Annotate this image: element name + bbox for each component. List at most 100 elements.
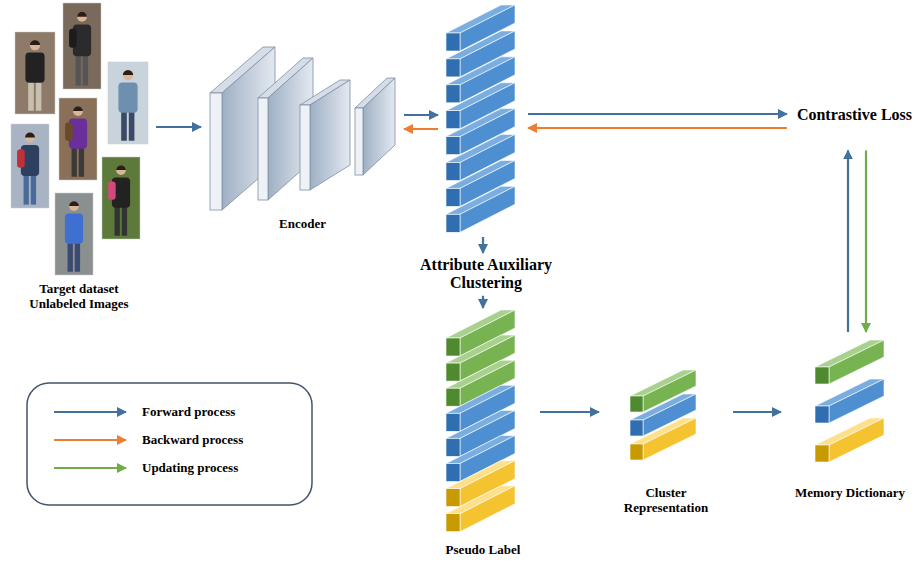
bar-side <box>829 379 884 423</box>
person-head <box>73 106 83 116</box>
node-label: Pseudo Label <box>446 543 521 558</box>
person-leg <box>31 173 36 205</box>
bar-front <box>630 396 643 412</box>
bar-side <box>643 418 696 460</box>
encoder-layer <box>355 78 395 175</box>
slab-face <box>222 47 275 210</box>
legend-sample <box>52 406 130 418</box>
person-photo <box>15 32 55 114</box>
pseudo-label-stack-bar <box>446 486 515 532</box>
person-hair <box>123 70 133 75</box>
person-hair <box>73 106 83 111</box>
photo-background <box>55 193 93 275</box>
person-hair <box>77 12 87 17</box>
legend-row: Updating process <box>52 454 302 482</box>
memory-stack-bar <box>815 379 884 423</box>
person-leg <box>28 80 34 111</box>
person-hair <box>116 165 126 170</box>
person-hair <box>69 201 79 206</box>
bar-front <box>446 163 460 181</box>
photo-background <box>108 62 148 144</box>
slab-front <box>210 93 222 210</box>
slab-front <box>258 98 268 200</box>
image-set: Target dataset Unlabeled Images <box>6 2 152 312</box>
photo-background <box>15 32 55 114</box>
person-leg <box>79 146 84 177</box>
legend-row: Backward process <box>52 426 302 454</box>
person-head <box>69 201 79 211</box>
person-leg <box>76 53 81 86</box>
person-head <box>30 40 40 50</box>
person-leg <box>24 173 29 205</box>
person-leg <box>115 205 120 236</box>
legend-label: Forward process <box>142 404 235 420</box>
memory-stack-bar <box>815 418 884 462</box>
node-label: Contrastive Loss <box>797 106 912 124</box>
node-label: Encoder <box>279 217 326 232</box>
bar-front <box>446 388 460 406</box>
bar-front <box>446 413 460 431</box>
legend-row: Forward process <box>52 398 302 426</box>
person-head <box>123 70 133 80</box>
pseudo-label: Pseudo Label <box>430 310 536 558</box>
person-bag <box>69 29 77 48</box>
flow-arrow <box>528 127 787 129</box>
bar-side <box>460 186 515 232</box>
person-head <box>25 133 35 143</box>
feature-maps <box>442 3 520 235</box>
person-photo <box>108 62 148 144</box>
bar-front <box>446 514 460 532</box>
bar-front <box>446 188 460 206</box>
slab-front <box>300 105 310 190</box>
person-leg <box>122 205 127 236</box>
flow-arrow <box>404 114 438 116</box>
legend-arrow <box>54 467 126 469</box>
bar-side <box>829 340 884 384</box>
person-leg <box>75 241 80 272</box>
bar-front <box>446 214 460 232</box>
flow-arrow <box>540 411 599 413</box>
person-head <box>77 12 87 22</box>
person-torso <box>118 83 137 113</box>
cluster-representation: Cluster Representation <box>603 366 729 516</box>
slab-face <box>310 80 350 190</box>
person-photo <box>59 98 97 180</box>
legend-frame <box>27 383 312 505</box>
encoder: Encoder <box>205 42 400 232</box>
bar-front <box>630 420 643 436</box>
feature-stack-bar <box>446 186 515 232</box>
photo-background <box>59 98 97 180</box>
node-label: Memory Dictionary <box>795 486 905 501</box>
node-label: Target dataset Unlabeled Images <box>15 282 143 312</box>
person-leg <box>83 53 88 86</box>
person-photo <box>102 157 140 239</box>
person-bag <box>108 182 116 200</box>
person-photo <box>55 193 93 275</box>
flow-arrow <box>733 411 781 413</box>
bar-front <box>815 367 829 384</box>
slab-face <box>363 78 395 175</box>
bar-front <box>446 111 460 129</box>
photo-background <box>11 124 49 208</box>
bar-front <box>446 59 460 77</box>
node-label: Attribute Auxiliary Clustering <box>395 256 577 293</box>
bar-front <box>630 444 643 460</box>
person-head <box>116 165 126 175</box>
bar-front <box>446 33 460 51</box>
bar-front <box>815 445 829 462</box>
loss-label: Contrastive Loss <box>795 102 914 128</box>
photo-background <box>102 157 140 239</box>
bar-front <box>446 137 460 155</box>
person-leg <box>121 110 127 141</box>
flow-arrow <box>404 128 438 130</box>
bar-side <box>460 486 515 532</box>
bar-front <box>446 85 460 103</box>
legend: Forward processBackward processUpdating … <box>52 398 302 482</box>
encoder-layer <box>258 58 313 200</box>
person-photo <box>11 124 49 208</box>
slab-front <box>355 108 363 175</box>
person-torso <box>65 214 83 244</box>
flow-arrow <box>156 126 201 128</box>
node-label: Cluster Representation <box>603 486 729 516</box>
